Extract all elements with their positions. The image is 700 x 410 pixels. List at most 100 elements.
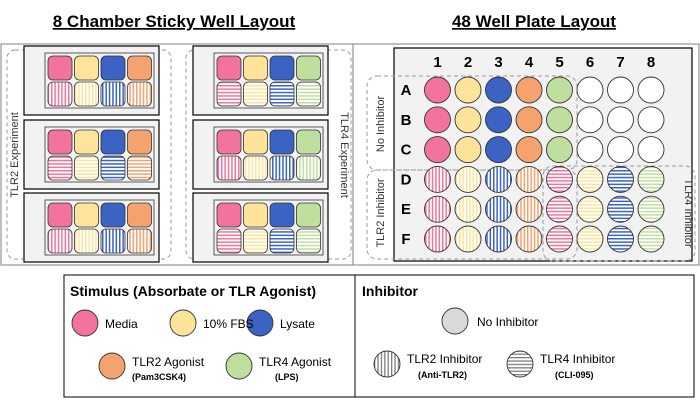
chamber-slide	[23, 192, 160, 263]
chamber-well	[47, 202, 73, 228]
legend-media-label: Media	[105, 317, 138, 331]
chamber-well	[296, 202, 321, 228]
plate-well	[546, 106, 573, 134]
plate-well	[515, 136, 543, 164]
legend-tlr4-agonist-label: TLR4 Agonist	[259, 355, 332, 369]
chamber-well	[100, 55, 126, 81]
chamber-well	[269, 155, 295, 181]
plate-well	[576, 76, 604, 104]
plate-well	[454, 136, 482, 164]
chamber-well	[100, 155, 126, 181]
plate-column-label: 4	[525, 54, 534, 71]
chamber-well	[243, 155, 268, 181]
legend-no-inhibitor-label: No Inhibitor	[477, 315, 538, 329]
chamber-well	[243, 129, 268, 155]
plate-well	[637, 106, 665, 134]
chamber-well	[74, 81, 99, 107]
plate-well	[637, 76, 665, 104]
chamber-well	[243, 55, 268, 81]
plate-well	[454, 225, 482, 253]
chamber-slide	[23, 119, 160, 190]
legend-fbs-swatch	[169, 309, 197, 337]
legend-tlr4-agonist-sub: (LPS)	[275, 372, 299, 382]
chamber-well	[296, 129, 321, 155]
plate-row-label: F	[401, 231, 410, 248]
plate-well	[485, 195, 512, 223]
chamber-well	[74, 55, 99, 81]
legend-no-inhibitor-swatch	[441, 307, 469, 335]
plate-well	[454, 76, 482, 104]
plate-well	[546, 136, 573, 164]
chamber-gasket	[44, 52, 155, 109]
tlr2-inhibitor-label: TLR2 Inhibitor	[375, 178, 387, 247]
plate-well	[546, 76, 573, 104]
chamber-well	[243, 228, 268, 254]
legend-tlr2-inhibitor-sub: (Anti-TLR2)	[418, 370, 467, 380]
plate-column-label: 8	[647, 54, 655, 71]
plate-column-label: 1	[433, 54, 441, 71]
chamber-well	[216, 228, 242, 254]
plate-well	[424, 165, 451, 193]
chamber-well	[243, 202, 268, 228]
chamber-well	[216, 55, 242, 81]
plate-well	[454, 195, 482, 223]
chamber-well	[127, 228, 152, 254]
plate-row-label: C	[401, 142, 412, 159]
plate-row-label: E	[401, 201, 411, 218]
chamber-gasket	[213, 52, 324, 109]
chamber-well	[74, 155, 99, 181]
right-title: 48 Well Plate Layout	[452, 12, 616, 31]
plate-well	[424, 195, 451, 223]
chamber-gasket	[44, 199, 155, 256]
tlr4-inhibitor-group	[542, 165, 696, 262]
plate-well	[515, 225, 543, 253]
chamber-well	[243, 81, 268, 107]
stimulus-legend-title: Stimulus (Absorbate or TLR Agonist)	[70, 283, 316, 299]
plate-row-label: A	[401, 82, 412, 99]
legend-lysate-swatch	[246, 309, 274, 337]
plate-well	[637, 225, 665, 253]
chamber-gasket	[213, 126, 324, 183]
plate-well	[576, 225, 604, 253]
chamber-well	[100, 228, 126, 254]
legend-tlr4-inhibitor-swatch	[506, 350, 534, 378]
tlr2-experiment-label: TLR2 Experiment	[9, 112, 21, 198]
chamber-well	[216, 202, 242, 228]
chamber-well	[47, 81, 73, 107]
legend-fbs-label: 10% FBS	[203, 317, 254, 331]
plate-column-label: 6	[586, 54, 594, 71]
plate-well	[515, 195, 543, 223]
tlr4-inhibitor-label: TLR4 Inhibitor	[682, 178, 694, 247]
chamber-well	[296, 228, 321, 254]
chamber-well	[74, 129, 99, 155]
chamber-well	[127, 202, 152, 228]
plate-well	[607, 76, 634, 104]
legend-swatches	[71, 307, 534, 380]
plate-well	[546, 225, 573, 253]
chamber-slide	[192, 192, 329, 263]
no-inhibitor-group	[366, 75, 578, 171]
chamber-well	[216, 155, 242, 181]
chamber-slide	[23, 45, 160, 116]
chamber-slides	[23, 45, 329, 263]
chamber-well	[269, 228, 295, 254]
chamber-slide	[192, 119, 329, 190]
chamber-well	[74, 202, 99, 228]
plate-well	[515, 76, 543, 104]
chamber-well	[100, 81, 126, 107]
plate-well	[576, 106, 604, 134]
chamber-well	[127, 155, 152, 181]
plate-well	[576, 136, 604, 164]
plate-well	[607, 225, 634, 253]
plate-well	[576, 165, 604, 193]
legend-tlr4-agonist-swatch	[225, 352, 253, 380]
plate-column-label: 7	[616, 54, 624, 71]
legend-tlr2-agonist-sub: (Pam3CSK4)	[132, 372, 186, 382]
legend-media-swatch	[71, 309, 99, 337]
plate-well	[637, 195, 665, 223]
chamber-well	[216, 81, 242, 107]
plate-well	[607, 165, 634, 193]
chamber-well	[296, 55, 321, 81]
